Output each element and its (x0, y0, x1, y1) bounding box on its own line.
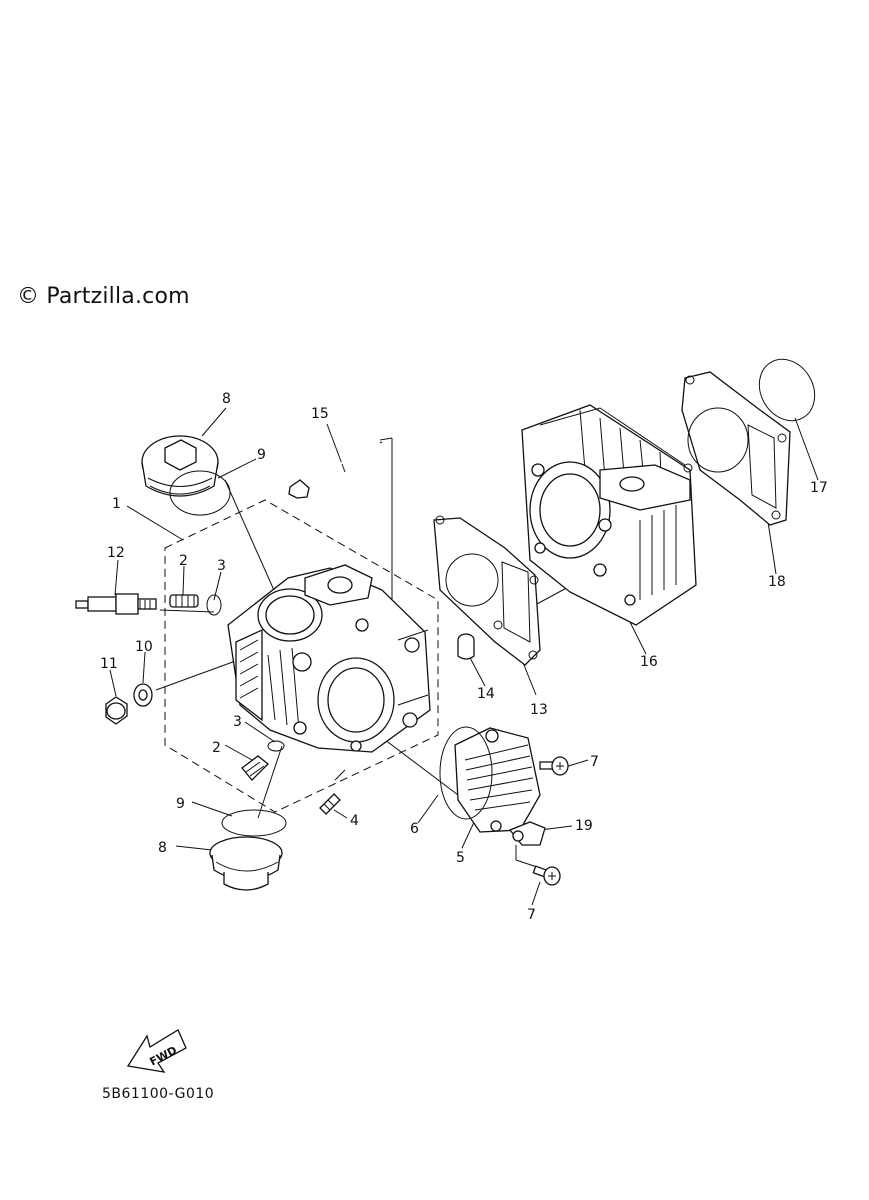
stud-bolt-top-part-2 (169, 594, 199, 608)
callout-18: 18 (768, 574, 786, 590)
callout-9-bottom: 9 (176, 796, 185, 812)
side-cover-gasket-part-6 (439, 726, 493, 820)
screw-bottom-part-7 (532, 865, 561, 886)
cylinder-o-ring-part-17 (758, 358, 816, 422)
callout-numbers: 8 9 15 1 12 2 3 10 11 3 2 9 8 4 14 13 16… (100, 391, 828, 923)
callout-2-top: 2 (179, 553, 188, 569)
forward-arrow: FWD (126, 1029, 187, 1073)
callout-9-top: 9 (257, 447, 266, 463)
callout-6: 6 (410, 821, 419, 837)
side-cover-part-5 (454, 727, 541, 833)
callout-2-bottom: 2 (212, 740, 221, 756)
callout-7-bottom: 7 (527, 907, 536, 923)
watermark: © Partzilla.com (17, 284, 190, 309)
callout-16: 16 (640, 654, 658, 670)
callout-4: 4 (350, 813, 359, 829)
callout-5: 5 (456, 850, 465, 866)
oil-cap-bottom-part-8 (209, 836, 283, 891)
dowel-pin-part-14 (457, 633, 475, 660)
dowel-bottom-part-2 (241, 755, 269, 781)
callout-3-top: 3 (217, 558, 226, 574)
o-ring-top-part-9 (169, 470, 231, 516)
small-o-ring-top-part-3 (206, 594, 222, 616)
long-bolt-part-15 (288, 441, 383, 499)
callout-7-top: 7 (590, 754, 599, 770)
callout-11: 11 (100, 656, 118, 672)
washer-part-10 (133, 683, 153, 707)
assembly-boundary (164, 499, 439, 813)
cylinder-head-part-1 (227, 564, 431, 753)
plug-bolt-part-11 (105, 696, 128, 725)
o-ring-bottom-part-9 (221, 809, 287, 837)
callout-3-bottom: 3 (233, 714, 242, 730)
callout-8-bottom: 8 (158, 840, 167, 856)
callout-15: 15 (311, 406, 329, 422)
clamp-part-19 (508, 821, 546, 846)
screw-top-part-7 (539, 756, 569, 776)
spark-plug-part-12 (75, 593, 157, 615)
callout-17: 17 (810, 480, 828, 496)
callout-12: 12 (107, 545, 125, 561)
callout-13: 13 (530, 702, 548, 718)
callout-14: 14 (477, 686, 495, 702)
small-o-ring-bottom-part-3 (267, 740, 285, 752)
callout-19: 19 (575, 818, 593, 834)
base-gasket-part-18 (681, 371, 791, 526)
callout-1: 1 (112, 496, 121, 512)
cylinder-part-16 (521, 404, 697, 626)
callout-8-top: 8 (222, 391, 231, 407)
stud-part-4 (319, 793, 341, 815)
callout-10: 10 (135, 639, 153, 655)
oil-cap-top-part-8 (141, 435, 219, 497)
diagram-code: 5B61100-G010 (102, 1086, 215, 1102)
head-gasket-part-13 (433, 515, 541, 666)
